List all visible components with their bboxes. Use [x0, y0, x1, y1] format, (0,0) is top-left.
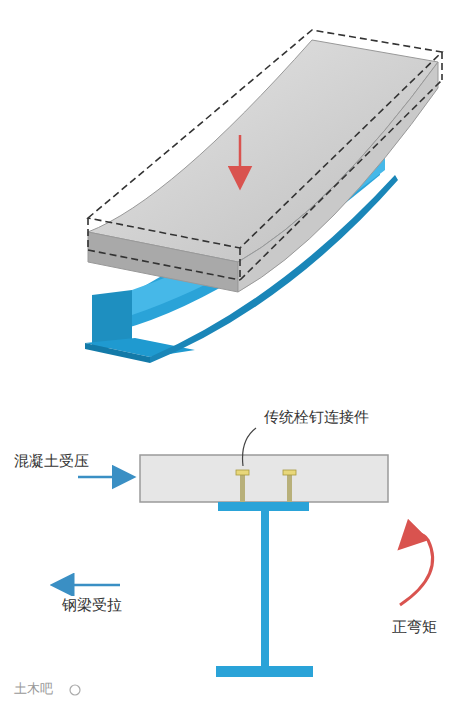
watermark: 土木吧 [12, 681, 55, 697]
cross-section [62, 428, 433, 695]
concrete-slab-3d [88, 30, 442, 292]
steel-label: 钢梁受拉 [60, 596, 124, 614]
moment-label: 正弯矩 [390, 618, 439, 636]
connector-label: 传统栓钉连接件 [262, 408, 371, 426]
leader-line [243, 428, 256, 466]
concrete-label: 混凝土受压 [12, 452, 91, 470]
